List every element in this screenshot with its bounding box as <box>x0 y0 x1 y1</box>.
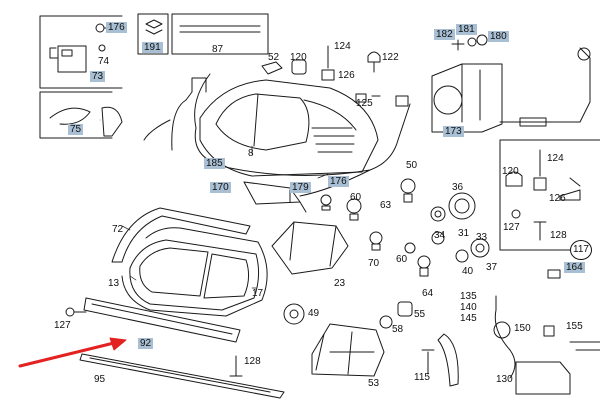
callout-74: 74 <box>98 56 110 67</box>
callout-92: 92 <box>138 338 154 349</box>
callout-87: 87 <box>212 44 224 55</box>
callout-53: 53 <box>368 378 380 389</box>
callout-55: 55 <box>414 309 426 320</box>
callout-127a: 127 <box>503 222 520 233</box>
callout-8: 8 <box>248 148 254 159</box>
callout-36: 36 <box>452 182 464 193</box>
lens-13 <box>129 239 260 311</box>
callout-180: 180 <box>488 31 509 42</box>
callout-60a: 60 <box>350 192 362 203</box>
reflector-23 <box>271 221 349 275</box>
callout-120b: 120 <box>502 166 519 177</box>
callout-37: 37 <box>486 262 498 273</box>
callout-128a: 128 <box>550 230 567 241</box>
callout-122: 122 <box>382 52 399 63</box>
inset-right-box <box>499 139 600 251</box>
screws-left <box>65 307 243 377</box>
callout-34: 34 <box>434 230 446 241</box>
callout-60b: 60 <box>396 254 408 265</box>
callout-126b: 126 <box>549 193 566 204</box>
headlamp-housing <box>143 77 379 177</box>
inset-strip-87 <box>171 13 269 55</box>
callout-176: 176 <box>106 22 127 33</box>
callout-173: 173 <box>443 126 464 137</box>
callout-58: 58 <box>392 324 404 335</box>
lower-right-lamps <box>515 341 600 395</box>
gasket-17 <box>121 227 268 317</box>
callout-72: 72 <box>112 224 124 235</box>
callout-155: 155 <box>566 321 583 332</box>
callout-181: 181 <box>456 24 477 35</box>
callout-191: 191 <box>142 42 163 53</box>
callout-120a: 120 <box>290 52 307 63</box>
callout-50: 50 <box>406 160 418 171</box>
callout-124b: 124 <box>547 153 564 164</box>
callout-95: 95 <box>94 374 106 385</box>
top-hardware <box>261 45 409 107</box>
callout-13: 13 <box>108 278 120 289</box>
callout-124a: 124 <box>334 41 351 52</box>
callout-64: 64 <box>422 288 434 299</box>
trim-strip-92 <box>83 297 241 343</box>
callout-73: 73 <box>90 71 106 82</box>
callout-128b: 128 <box>244 356 261 367</box>
callout-176b: 176 <box>328 176 349 187</box>
callout-150: 150 <box>514 323 531 334</box>
callout-182: 182 <box>434 29 455 40</box>
callout-126a: 126 <box>338 70 355 81</box>
inset-strap-75 <box>39 91 113 139</box>
callout-130: 130 <box>496 374 513 385</box>
bulbs-center <box>320 178 431 277</box>
right-headlamp-module <box>431 47 591 133</box>
callout-23: 23 <box>334 278 346 289</box>
callout-164: 164 <box>564 262 585 273</box>
connector-left <box>101 106 123 137</box>
callout-185: 185 <box>204 158 225 169</box>
callout-17: 17 <box>252 288 264 299</box>
callout-33: 33 <box>476 232 488 243</box>
callout-40: 40 <box>462 266 474 277</box>
callout-140: 140 <box>460 302 477 313</box>
callout-117: 117 <box>570 240 592 260</box>
callout-63: 63 <box>380 200 392 211</box>
inset-clip-191 <box>137 13 169 55</box>
callout-52: 52 <box>268 52 280 63</box>
callout-75: 75 <box>68 124 84 135</box>
small-parts-lower <box>283 269 561 387</box>
callout-179: 179 <box>290 182 311 193</box>
callout-145: 145 <box>460 313 477 324</box>
callout-70: 70 <box>368 258 380 269</box>
sockets-center <box>430 192 490 263</box>
callout-170: 170 <box>210 182 231 193</box>
callout-135: 135 <box>460 291 477 302</box>
red-arrow <box>18 337 127 368</box>
callout-31: 31 <box>458 228 470 239</box>
top-right-bolts <box>451 34 488 51</box>
callout-127b: 127 <box>54 320 71 331</box>
trim-strip-95 <box>79 353 285 399</box>
signal-lamp-53 <box>311 323 385 377</box>
leader-lines <box>99 119 329 311</box>
callout-125: 125 <box>356 98 373 109</box>
callout-115: 115 <box>414 372 430 383</box>
bezel-frame-72 <box>111 207 251 263</box>
callout-49: 49 <box>308 308 320 319</box>
inset-module-box <box>39 15 123 89</box>
